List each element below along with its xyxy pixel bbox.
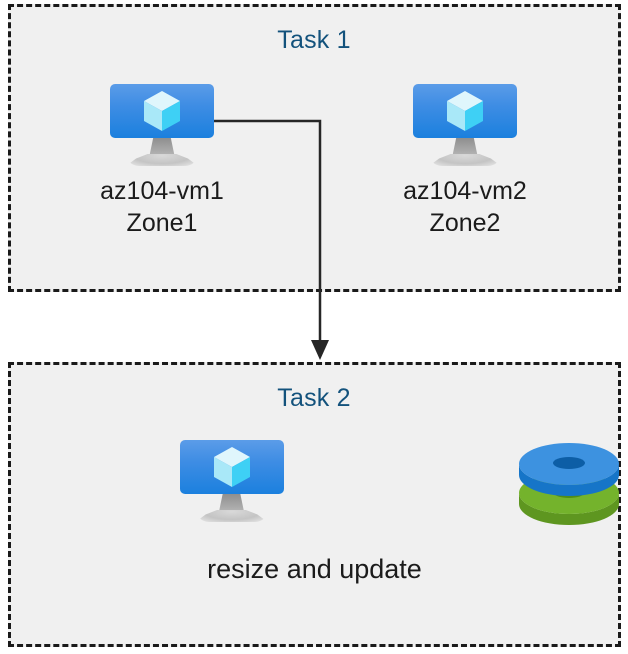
vm-screen [110,84,214,138]
task-1-title: Task 1 [277,26,351,54]
vm-stand-neck [452,138,478,158]
disk-blue [519,443,619,496]
task-2-content: resize and update [8,440,621,585]
task-2-title: Task 2 [277,384,351,412]
virtual-machine-icon [110,84,214,168]
vm-stand-base [195,510,268,522]
vm-stand-neck [149,138,175,158]
vm-stand-base [429,154,501,166]
node-az104-vm1[interactable]: az104-vm1 Zone1 [62,84,262,239]
task-2-container [8,362,621,647]
task-2-caption: resize and update [207,554,422,584]
node-label: az104-vm1 Zone1 [100,177,224,237]
arrowhead-icon [311,340,329,360]
cube-glyph [144,91,180,131]
task-2-icon-row [8,440,621,528]
cube-glyph [213,447,250,487]
node-az104-vm2[interactable]: az104-vm2 Zone2 [365,84,565,239]
node-label: az104-vm2 Zone2 [403,177,527,237]
virtual-machine-icon[interactable] [179,440,284,524]
vm-stand-base [126,154,198,166]
disks-icon[interactable] [517,440,621,528]
virtual-machine-icon [413,84,517,168]
vm-stand-neck [218,494,245,514]
vm-screen [413,84,517,138]
vm-screen [179,440,284,494]
cube-glyph [447,91,483,131]
